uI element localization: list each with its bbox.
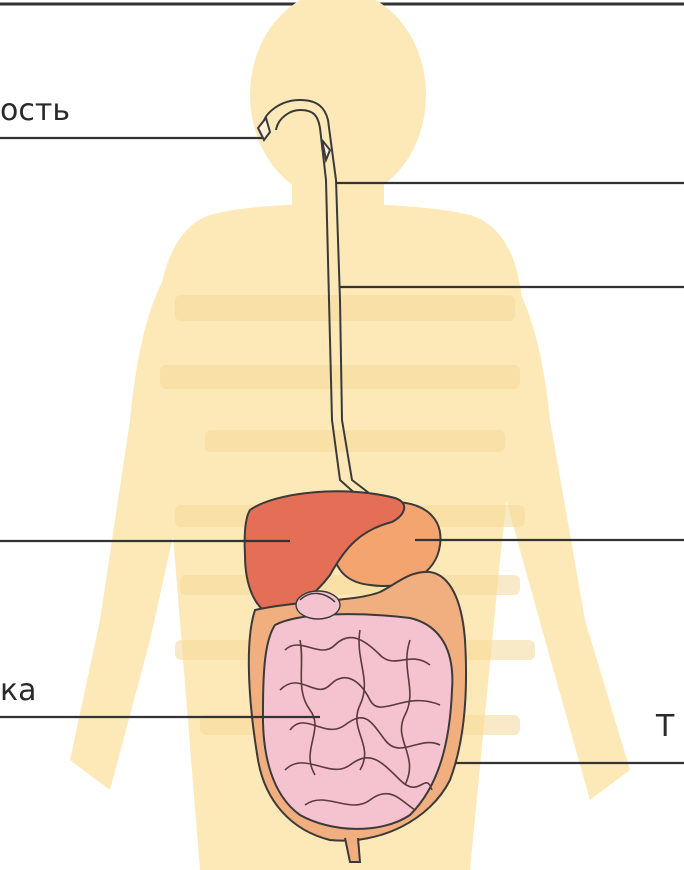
label-mouth-partial: ость xyxy=(0,96,70,126)
pancreas-cluster xyxy=(296,591,340,619)
label-small-intestine-partial: ка xyxy=(0,676,37,706)
label-large-intestine-partial: Т xyxy=(656,712,674,742)
